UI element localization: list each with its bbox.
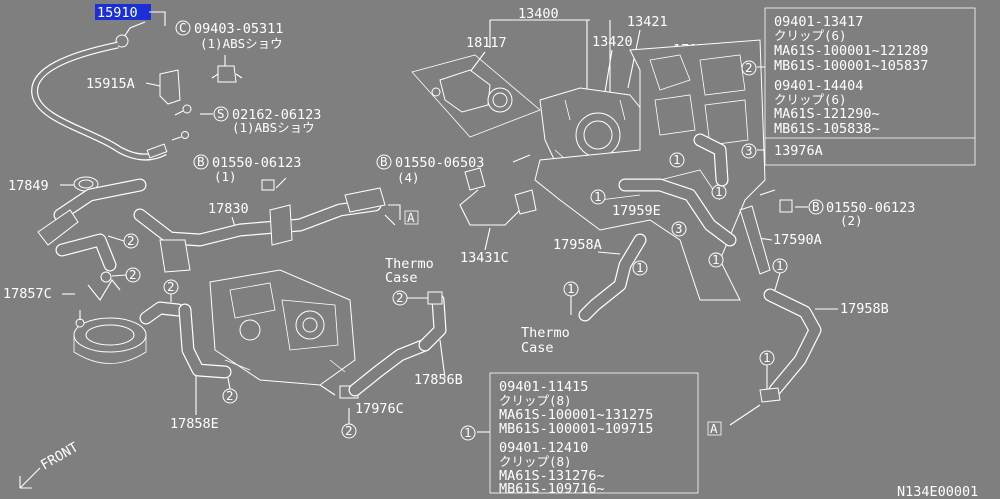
svg-text:1: 1 [594, 189, 602, 204]
table-bottom: 1 09401-11415 クリップ(8) MA61S-100001~13127… [460, 372, 699, 497]
part-13431C[interactable]: 13431C [460, 250, 509, 266]
note-thermo-case-2-line1: Thermo [521, 325, 570, 341]
callout-01550-b: B 01550-06503 (4) [376, 154, 531, 185]
svg-text:MB61S-109716~: MB61S-109716~ [499, 481, 605, 497]
callout-09403: C 09403-05311 (1)ABSショウ [175, 20, 283, 83]
part-17858E[interactable]: 17858E [170, 416, 219, 432]
svg-text:MA61S-131276~: MA61S-131276~ [499, 468, 605, 484]
part-17958B[interactable]: 17958B [840, 301, 889, 317]
svg-text:B: B [380, 154, 388, 169]
callout-01550-c: B 01550-06123 (2) [779, 199, 915, 228]
part-17958A[interactable]: 17958A [553, 237, 602, 253]
svg-text:2: 2 [167, 279, 175, 294]
svg-text:2: 2 [127, 233, 135, 248]
svg-text:(4): (4) [397, 170, 420, 185]
note-thermo-case-2-line2: Case [521, 340, 554, 356]
svg-text:2: 2 [396, 290, 404, 305]
svg-text:1: 1 [673, 152, 681, 167]
svg-text:A: A [710, 421, 718, 436]
code-01550-06503[interactable]: 01550-06503 [395, 155, 484, 171]
svg-text:MA61S-121290~: MA61S-121290~ [774, 106, 880, 122]
sensor-13431C: 13431C [459, 167, 537, 266]
svg-text:1: 1 [763, 350, 771, 365]
svg-text:3: 3 [675, 221, 683, 236]
svg-text:(2): (2) [840, 213, 863, 228]
front-label: FRONT [38, 439, 81, 473]
svg-text:クリップ(8): クリップ(8) [499, 454, 572, 469]
svg-text:1: 1 [567, 281, 575, 296]
part-17857C[interactable]: 17857C [3, 286, 52, 302]
code-02162-06123[interactable]: 02162-06123 [232, 107, 321, 123]
svg-text:MB61S-105838~: MB61S-105838~ [774, 121, 880, 137]
svg-text:C: C [179, 20, 187, 35]
svg-text:MA61S-100001~121289: MA61S-100001~121289 [774, 43, 928, 59]
svg-text:2: 2 [345, 423, 353, 438]
svg-text:B: B [812, 199, 820, 214]
svg-text:1: 1 [464, 425, 472, 440]
svg-text:MB61S-100001~109715: MB61S-100001~109715 [499, 421, 653, 437]
svg-text:クリップ(6): クリップ(6) [774, 92, 847, 107]
svg-text:MA61S-100001~131275: MA61S-100001~131275 [499, 407, 653, 423]
svg-text:S: S [217, 106, 225, 121]
engine-block-center: 2 17976C 17856B Thermo Case 2 [209, 256, 463, 439]
part-18117[interactable]: 18117 [466, 35, 507, 51]
svg-text:2: 2 [745, 60, 753, 75]
part-13976A[interactable]: 13976A [774, 143, 823, 159]
part-17830[interactable]: 17830 [208, 201, 249, 217]
svg-text:09401-12410: 09401-12410 [499, 440, 588, 456]
callout-01550-a: B 01550-06123 (1) [193, 154, 301, 191]
throttle-body-area: 13400 13421 18117 13420 17959F [411, 6, 766, 301]
note-thermo-case-1-line1: Thermo [385, 256, 434, 272]
drawing-id: N134E00001 [897, 484, 978, 499]
part-17856B[interactable]: 17856B [414, 372, 463, 388]
table-right: 2 09401-13417 クリップ(6) MA61S-100001~12128… [741, 7, 976, 166]
svg-text:(1)ABSショウ: (1)ABSショウ [200, 36, 283, 51]
right-hoses: 1 1 1 3 17959E 17958A 1 1 Thermo Case 17… [521, 133, 889, 436]
part-13420[interactable]: 13420 [592, 34, 633, 50]
left-hoses: 17849 17830 A 2 17857C 2 [3, 176, 419, 432]
front-indicator: FRONT [19, 439, 81, 489]
part-15915A[interactable]: 15915A [86, 76, 135, 92]
part-17959E[interactable]: 17959E [612, 203, 661, 219]
svg-text:09401-13417: 09401-13417 [774, 14, 863, 30]
svg-text:1: 1 [636, 260, 644, 275]
highlight-15910 [95, 4, 151, 20]
svg-text:1: 1 [715, 184, 723, 199]
svg-text:(1): (1) [214, 169, 237, 184]
svg-text:MB61S-100001~105837: MB61S-100001~105837 [774, 58, 928, 74]
svg-text:クリップ(6): クリップ(6) [774, 28, 847, 43]
svg-text:クリップ(8): クリップ(8) [499, 393, 572, 408]
code-01550-06123-c[interactable]: 01550-06123 [826, 200, 915, 216]
code-09403-05311[interactable]: 09403-05311 [194, 21, 283, 37]
note-thermo-case-1-line2: Case [385, 270, 418, 286]
svg-text:1: 1 [776, 258, 784, 273]
part-17849[interactable]: 17849 [8, 178, 49, 194]
svg-text:(1)ABSショウ: (1)ABSショウ [232, 120, 315, 135]
svg-text:1: 1 [712, 252, 720, 267]
part-17976C[interactable]: 17976C [355, 401, 404, 417]
svg-text:2: 2 [226, 388, 234, 403]
svg-text:09401-11415: 09401-11415 [499, 379, 588, 395]
part-13400[interactable]: 13400 [518, 6, 559, 22]
cable-assembly: 15910 15915A [31, 4, 192, 161]
svg-text:A: A [407, 210, 415, 225]
part-15910[interactable]: 15910 [97, 5, 138, 21]
svg-text:3: 3 [745, 143, 753, 158]
part-17590A[interactable]: 17590A [773, 232, 822, 248]
svg-text:2: 2 [129, 267, 137, 282]
svg-text:09401-14404: 09401-14404 [774, 78, 863, 94]
marker-c [175, 20, 191, 36]
code-01550-06123-a[interactable]: 01550-06123 [212, 155, 301, 171]
svg-text:B: B [197, 154, 205, 169]
part-13421[interactable]: 13421 [627, 14, 668, 30]
callout-02162: S 02162-06123 (1)ABSショウ [200, 106, 321, 135]
